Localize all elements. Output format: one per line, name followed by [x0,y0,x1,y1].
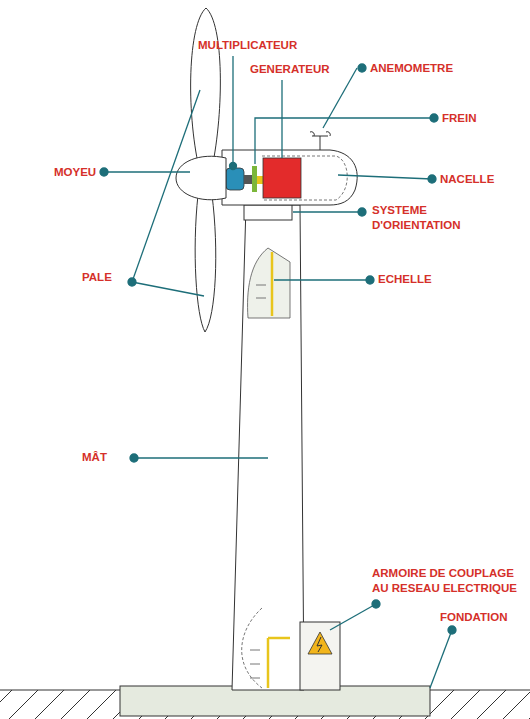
part-label: ARMOIRE DE COUPLAGE AU RESEAU ELECTRIQUE [372,566,524,596]
part-label: NACELLE [440,172,494,187]
tower-cutaway [248,248,290,318]
part-label: FONDATION [440,610,508,625]
yaw-system [244,205,292,220]
blade [195,195,216,332]
brake [252,166,257,192]
part-label: ECHELLE [378,272,432,287]
nacelle [222,150,357,205]
part-label: MULTIPLICATEUR [198,38,297,53]
gearbox [226,168,244,190]
door-outline [242,608,262,688]
grid-cabinet [300,622,340,690]
generator [263,158,301,198]
part-label: GENERATEUR [250,62,330,77]
part-label: SYSTEME D'ORIENTATION [372,203,502,233]
part-label: PALE [82,270,112,285]
part-label: MOYEU [54,165,96,180]
warning-sign [308,632,332,654]
ladder [271,252,274,316]
tower [232,205,304,690]
part-label: ANEMOMETRE [370,61,453,76]
part-label: MÂT [82,450,107,465]
part-label: FREIN [442,111,477,126]
blade [191,8,221,168]
ladder [267,638,270,688]
hub [176,156,226,200]
anemometer [320,136,321,150]
